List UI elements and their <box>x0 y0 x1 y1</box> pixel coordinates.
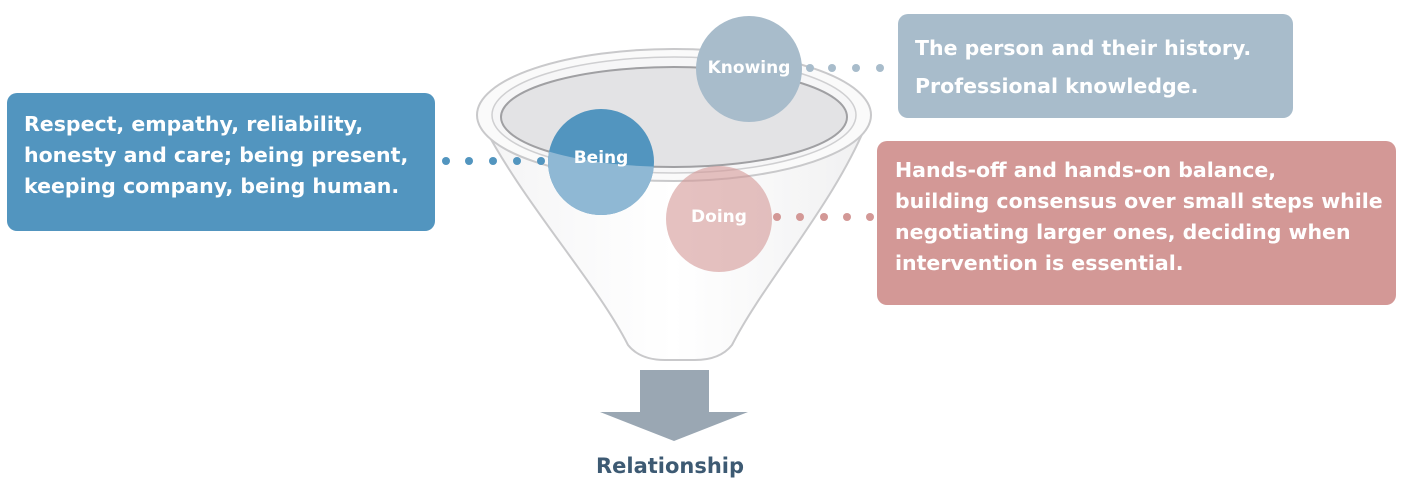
result-label: Relationship <box>595 454 745 478</box>
down-arrow-icon <box>600 370 748 441</box>
doing-description-line: negotiating larger ones, deciding when <box>895 220 1351 244</box>
knowing-connector <box>806 64 884 72</box>
being-circle-label: Being <box>573 148 629 168</box>
doing-description-line: Hands-off and hands-on balance, <box>895 158 1277 182</box>
being-description-line: honesty and care; being present, <box>24 143 409 167</box>
doing-circle-label: Doing <box>691 207 747 227</box>
doing-description-line: intervention is essential. <box>895 251 1184 275</box>
doing-connector <box>773 213 874 221</box>
knowing-circle-label: Knowing <box>707 58 791 78</box>
knowing-description-box: The person and their history. Profession… <box>898 14 1293 118</box>
being-description-box: Respect, empathy, reliability, honesty a… <box>7 93 435 231</box>
doing-description-box: Hands-off and hands-on balance, building… <box>877 141 1396 305</box>
knowing-description-line: Professional knowledge. <box>915 74 1199 98</box>
being-connector <box>442 157 545 165</box>
knowing-description-line: The person and their history. <box>915 36 1252 60</box>
being-description-line: keeping company, being human. <box>24 174 400 198</box>
doing-description-line: building consensus over small steps whil… <box>895 189 1383 213</box>
knowing-circle <box>696 16 802 122</box>
being-description-line: Respect, empathy, reliability, <box>24 112 364 136</box>
doing-circle <box>666 166 772 272</box>
